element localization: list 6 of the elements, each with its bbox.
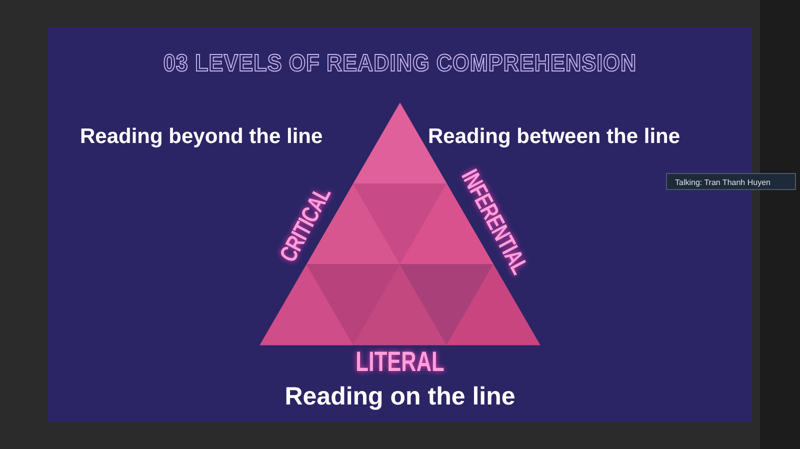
- level-description: Reading on the line: [284, 381, 516, 412]
- speaker-tooltip: Talking: Tran Thanh Huyen: [666, 173, 796, 190]
- level-description: Reading beyond the line: [80, 124, 323, 150]
- level-description: Reading between the line: [428, 124, 680, 150]
- level-name: LITERAL: [356, 345, 444, 379]
- slide-title: 03 LEVELS OF READING COMPREHENSION: [163, 49, 637, 79]
